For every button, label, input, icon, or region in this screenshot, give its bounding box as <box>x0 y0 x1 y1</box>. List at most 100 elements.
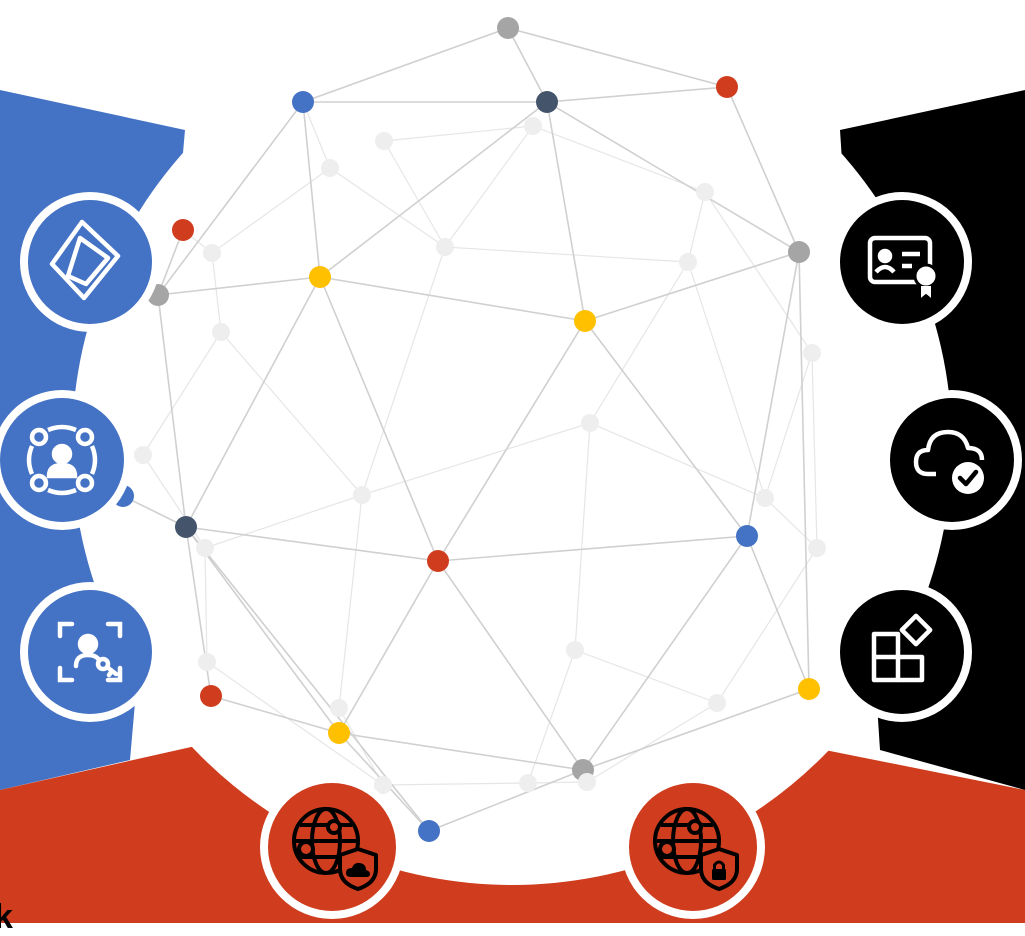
network-edge <box>798 251 810 690</box>
network-node <box>803 344 821 362</box>
network-edge <box>122 495 187 528</box>
network-edge <box>546 101 586 322</box>
network-edge <box>157 294 187 528</box>
network-node <box>716 76 738 98</box>
network-node <box>581 414 599 432</box>
network-edge <box>338 560 439 734</box>
network-node <box>172 219 194 241</box>
network-edge <box>338 494 363 709</box>
right-bottom-label-line-2: W <box>1004 658 1025 696</box>
network-edge <box>302 101 331 169</box>
id-card-badge-icon <box>867 235 939 301</box>
network-edge <box>185 276 321 528</box>
network-edge <box>546 86 728 103</box>
network-edge <box>437 560 584 771</box>
network-node <box>328 722 350 744</box>
network-edge <box>586 702 718 783</box>
network-edge <box>764 352 813 499</box>
network-edge <box>157 276 321 296</box>
network-node <box>321 159 339 177</box>
left-badge-2 <box>0 390 132 530</box>
network-edge <box>361 246 446 496</box>
network-edge <box>584 251 800 322</box>
network-edge <box>210 695 340 734</box>
network-node <box>524 117 542 135</box>
network-edge <box>527 781 588 784</box>
network-edge <box>185 526 439 562</box>
network-edge <box>687 191 706 263</box>
network-edge <box>726 86 800 253</box>
person-network-icon <box>26 424 98 496</box>
network-edge <box>383 125 534 142</box>
right-top-label-line-1: M <box>1004 217 1025 255</box>
network-edge <box>716 547 818 704</box>
network-node <box>309 266 331 288</box>
network-edge <box>361 422 591 496</box>
network-node <box>134 446 152 464</box>
network-node <box>292 91 314 113</box>
network-edge <box>382 782 529 786</box>
network-node <box>497 17 519 39</box>
network-edge <box>157 101 304 296</box>
network-edge <box>589 422 766 499</box>
face-key-icon <box>57 621 123 683</box>
network-edge <box>329 167 446 248</box>
network-edge <box>746 251 800 537</box>
network-edge <box>746 535 810 690</box>
network-edge <box>527 649 576 784</box>
network-node <box>212 323 230 341</box>
network-node <box>436 238 454 256</box>
network-node <box>566 641 584 659</box>
network-node <box>427 550 449 572</box>
globe-lock-shield-icon <box>653 807 739 891</box>
network-edge <box>532 125 706 193</box>
network-edge <box>507 27 728 88</box>
globe-cloud-shield-icon <box>292 807 378 891</box>
network-node <box>375 132 393 150</box>
layers-diamond-icon <box>49 219 121 301</box>
network-edge <box>206 661 384 786</box>
left-badge-3 <box>20 582 160 722</box>
network-node <box>808 539 826 557</box>
right-bottom-label-line-1: M <box>1004 615 1025 653</box>
network-edge <box>185 526 340 734</box>
network-edge <box>220 331 363 496</box>
network-edge <box>302 101 321 278</box>
network-edge <box>582 688 810 771</box>
network-node <box>198 653 216 671</box>
network-edge <box>444 125 534 248</box>
cloud-check-icon <box>913 429 985 494</box>
network-edge <box>204 547 208 663</box>
network-edge <box>437 535 748 562</box>
network-edge <box>811 352 818 549</box>
network-edge <box>319 101 548 278</box>
network-edge <box>704 191 813 354</box>
bottom-badge-1 <box>260 775 404 919</box>
network-edge <box>338 732 584 771</box>
network-node <box>708 694 726 712</box>
bottom-badge-2 <box>621 775 765 919</box>
network-node <box>679 253 697 271</box>
right-badge-2 <box>882 390 1022 530</box>
right-badge-1 <box>832 192 972 332</box>
right-badge-3 <box>832 582 972 722</box>
network-edge <box>204 494 363 549</box>
network-edge <box>574 649 718 704</box>
network-edge <box>589 261 689 424</box>
network-node <box>374 776 392 794</box>
network-edge <box>428 769 584 832</box>
network-edge <box>157 229 184 296</box>
network-edge <box>687 261 766 499</box>
network-edge <box>546 101 800 253</box>
network-node <box>418 820 440 842</box>
network-edge <box>383 140 446 248</box>
network-edge <box>142 331 222 456</box>
network-edge <box>764 497 818 549</box>
network-edge <box>507 27 548 103</box>
network-edge <box>574 422 591 651</box>
globe-circle <box>72 5 952 885</box>
network-node <box>175 516 197 538</box>
network-edge <box>582 535 748 771</box>
network-node <box>196 539 214 557</box>
